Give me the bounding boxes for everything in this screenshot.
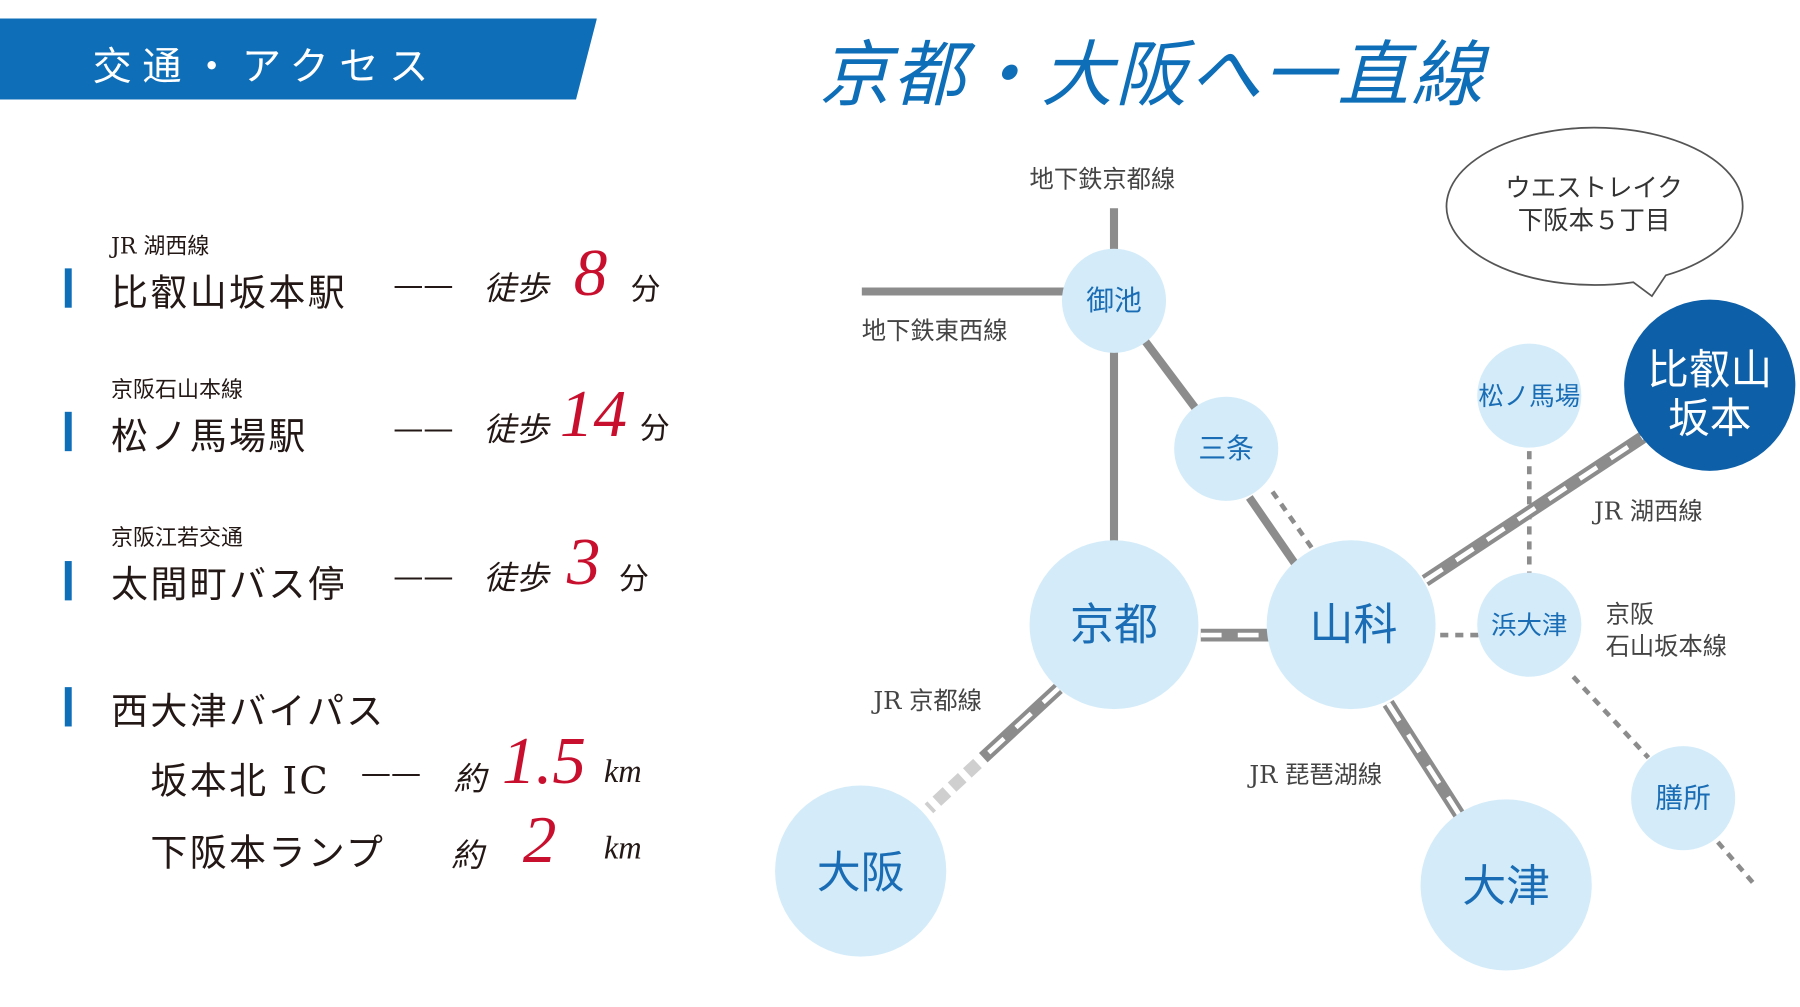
line-name: 京阪江若交通: [111, 525, 243, 551]
bubble-text: ウエストレイク: [1505, 173, 1683, 203]
station-name: 松ノ馬場駅: [111, 414, 308, 459]
approx-label: 約: [453, 760, 486, 799]
accent-bar: [64, 561, 72, 601]
dash: ——: [393, 268, 454, 304]
distance: 2: [522, 801, 557, 877]
station-sanjo: [1174, 396, 1279, 501]
section-title: 交通・アクセス: [92, 43, 439, 91]
accent-bar: [64, 268, 72, 308]
interchange-name: 坂本北 IC: [150, 758, 331, 803]
station-otsu: [1420, 799, 1592, 971]
station-label: 京都: [1070, 600, 1158, 651]
station-label: 三条: [1198, 432, 1254, 465]
station-yamashina: [1266, 540, 1436, 710]
station-label: 御池: [1086, 284, 1142, 317]
station-oike: [1061, 248, 1167, 353]
page-title: 京都・大阪へ一直線: [819, 32, 1486, 117]
line-label: JR 京都線: [870, 686, 982, 715]
line-name: JR 湖西線: [111, 233, 210, 260]
callout-bubble: ウエストレイク 下阪本５丁目: [1445, 126, 1744, 298]
station-zeze: [1631, 746, 1736, 851]
minutes-unit: 分: [630, 273, 661, 308]
dash: ——: [393, 411, 454, 447]
accent-bar: [64, 687, 72, 727]
subway-tozai-line: [1246, 495, 1299, 567]
station-matsunobaba: [1477, 343, 1582, 448]
section-header: 交通・アクセス: [0, 18, 597, 100]
jr-kosei-line: [1423, 435, 1644, 583]
keihan-keishin-line: [1270, 490, 1318, 555]
station-label: 坂本: [1668, 394, 1751, 443]
distance-unit: km: [603, 754, 642, 791]
walk-label: 徒歩: [483, 269, 549, 308]
station-kyoto: [1029, 540, 1199, 710]
dash: ——: [393, 559, 454, 595]
station-label: 比叡山: [1647, 345, 1772, 394]
ramp-name: 下阪本ランプ: [150, 830, 386, 875]
station-label: 山科: [1310, 600, 1398, 651]
line-label: JR 湖西線: [1591, 496, 1703, 525]
line-label: 石山坂本線: [1606, 632, 1727, 661]
jr-kyoto-line: [981, 686, 1061, 760]
station-hieizan-sakamoto: [1624, 299, 1796, 471]
walk-minutes: 3: [566, 524, 601, 600]
jr-kyoto-line-extension: [924, 758, 982, 814]
minutes-unit: 分: [618, 562, 649, 597]
approx-label: 約: [451, 836, 484, 875]
station-label: 松ノ馬場: [1478, 381, 1580, 411]
station-hamaotsu: [1477, 572, 1582, 677]
walk-minutes: 14: [559, 375, 627, 452]
station-label: 大津: [1462, 861, 1550, 912]
distance: 1.5: [502, 723, 586, 799]
dash: ——: [360, 756, 422, 792]
station-name: 太間町バス停: [111, 562, 348, 607]
accent-bar: [64, 411, 72, 452]
keihan-ishiyama-line: [1716, 840, 1757, 887]
station-osaka: [775, 785, 947, 957]
minutes-unit: 分: [639, 411, 670, 447]
station-label: 膳所: [1655, 781, 1711, 814]
line-name: 京阪石山本線: [111, 377, 243, 403]
walk-label: 徒歩: [483, 410, 549, 449]
line-label: 地下鉄京都線: [1030, 164, 1176, 193]
keihan-ishiyama-line: [1571, 675, 1651, 760]
line-label: 地下鉄東西線: [862, 316, 1008, 345]
bubble-text: 下阪本５丁目: [1518, 205, 1671, 235]
road-name: 西大津バイパス: [111, 689, 386, 734]
subway-tozai-line: [1141, 338, 1201, 414]
walk-minutes: 8: [573, 234, 608, 311]
distance-unit: km: [603, 830, 642, 867]
station-label: 浜大津: [1491, 610, 1567, 640]
walk-label: 徒歩: [483, 558, 549, 597]
station-name: 比叡山坂本駅: [111, 270, 348, 315]
station-label: 大阪: [817, 847, 905, 898]
line-label: 京阪: [1606, 599, 1655, 628]
line-label: JR 琵琶湖線: [1246, 760, 1382, 789]
